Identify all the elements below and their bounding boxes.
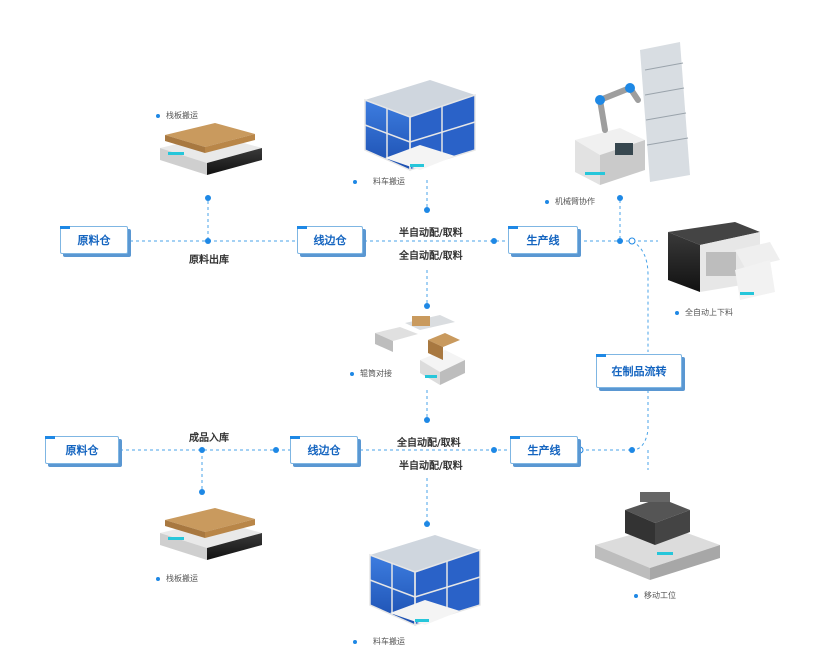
cart-bottom-caption: 料车搬运 [353, 636, 405, 647]
finished-in-label: 成品入库 [189, 433, 229, 444]
caption-text: 辊筒对接 [360, 369, 392, 378]
mobile-station-caption: 移动工位 [634, 590, 676, 601]
raw-out-label: 原料出库 [189, 255, 229, 266]
robot-arm-image [575, 42, 690, 185]
production-line-top-node: 生产线 [508, 226, 578, 254]
cnc-loader-image [668, 222, 780, 300]
caption-bullet-icon [350, 371, 354, 376]
caption-bullet-icon [156, 576, 160, 581]
caption-text: 栈板搬运 [166, 111, 198, 120]
caption-text: 栈板搬运 [166, 574, 198, 583]
mobile-station-image [595, 492, 720, 580]
caption-text: 移动工位 [644, 591, 676, 600]
caption-bullet-icon [353, 179, 357, 184]
junction-dots [199, 195, 636, 527]
caption-bullet-icon [545, 199, 549, 204]
pallet-agv-bottom-image [160, 508, 262, 560]
line-side-warehouse-top-node: 线边仓 [297, 226, 363, 254]
caption-text: 料车搬运 [373, 177, 405, 186]
wip-transfer-node: 在制品流转 [596, 354, 682, 388]
caption-text: 机械臂协作 [555, 197, 595, 206]
caption-bullet-icon [353, 639, 357, 644]
full-auto-bottom-label: 全自动配/取料 [397, 438, 461, 449]
caption-bullet-icon [675, 310, 679, 315]
semi-auto-bottom-label: 半自动配/取料 [399, 461, 463, 472]
caption-bullet-icon [634, 593, 638, 598]
pallet-agv-top-image [160, 123, 262, 175]
pallet-bottom-caption: 栈板搬运 [156, 573, 198, 584]
line-side-warehouse-bottom-node: 线边仓 [290, 436, 358, 464]
cart-agv-bottom-image [369, 535, 481, 627]
semi-auto-top-label: 半自动配/取料 [399, 228, 463, 239]
caption-text: 全自动上下料 [685, 308, 733, 317]
roller-agv-image [375, 315, 465, 385]
cart-top-caption: 料车搬运 [353, 176, 405, 187]
raw-warehouse-top-node: 原料仓 [60, 226, 128, 254]
arm-caption: 机械臂协作 [545, 196, 595, 207]
caption-bullet-icon [156, 113, 160, 118]
pallet-top-caption: 栈板搬运 [156, 110, 198, 121]
full-auto-top-label: 全自动配/取料 [399, 251, 463, 262]
raw-warehouse-bottom-node: 原料仓 [45, 436, 119, 464]
production-line-bottom-node: 生产线 [510, 436, 578, 464]
loader-caption: 全自动上下料 [675, 307, 733, 318]
roller-caption: 辊筒对接 [350, 368, 392, 379]
caption-text: 料车搬运 [373, 637, 405, 646]
cart-agv-top-image [364, 80, 476, 172]
